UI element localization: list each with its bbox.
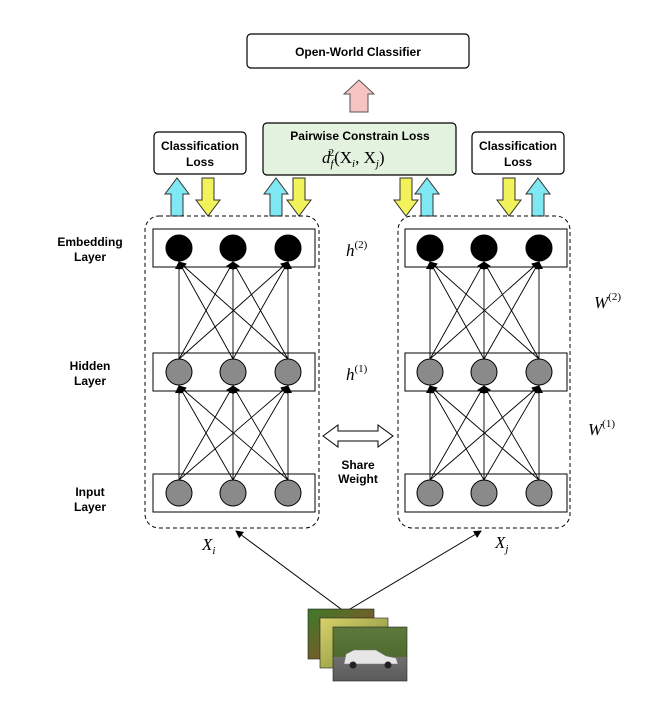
right-input-node	[470, 479, 498, 507]
left-embedding-node	[274, 234, 302, 262]
left-network-outline	[144, 215, 320, 529]
layer-connections	[175, 261, 543, 481]
right-embedding-node	[470, 234, 498, 262]
share-weight-double-arrow-icon	[322, 424, 394, 448]
right-loss-line2: Loss	[504, 155, 532, 169]
yellow-down-arrow-icon	[286, 177, 312, 217]
left-classification-loss: Classification Loss	[153, 131, 247, 175]
left-loss-line1: Classification	[161, 139, 239, 153]
left-input-to-hidden-connection	[232, 385, 289, 481]
right-hidden-node	[525, 358, 553, 386]
share-weight-line2: Weight	[338, 472, 378, 486]
pink-up-arrow-icon	[342, 79, 376, 113]
svg-text:Hidden: Hidden	[70, 359, 111, 373]
right-input-node	[525, 479, 553, 507]
right-hidden-to-embedding-connection	[483, 261, 540, 360]
left-hidden-to-embedding-connection	[232, 261, 289, 360]
svg-text:Layer: Layer	[74, 374, 106, 388]
gradient-arrows	[164, 177, 551, 217]
car-wheel	[349, 661, 357, 669]
svg-text:Layer: Layer	[74, 250, 106, 264]
yellow-down-arrow-icon	[393, 177, 419, 217]
right-loss-line1: Classification	[479, 139, 557, 153]
right-network-outline	[397, 215, 571, 529]
right-hidden-to-embedding-connection	[429, 261, 540, 360]
car-wheel	[384, 661, 392, 669]
left-hidden-to-embedding-connection	[178, 261, 234, 360]
left-input-to-hidden-connection	[178, 385, 234, 481]
input-arrow-right	[344, 530, 482, 613]
cyan-up-arrow-icon	[525, 177, 551, 217]
cyan-up-arrow-icon	[164, 177, 190, 217]
pairwise-formula: df2(Xi, Xj)	[322, 147, 385, 170]
input-arrow-left	[235, 530, 346, 613]
xi-label: Xi	[201, 535, 215, 557]
left-input-node	[219, 479, 247, 507]
input-image-stack	[307, 608, 408, 682]
cyan-up-arrow-icon	[414, 177, 440, 217]
right-input-to-hidden-connection	[429, 385, 485, 481]
embedding-layer-label: Embedding Layer	[57, 235, 122, 264]
share-weight-line1: Share	[341, 458, 375, 472]
open-world-classifier-label: Open-World Classifier	[295, 45, 421, 59]
right-input-to-hidden-connection	[483, 385, 540, 481]
h2-label: h(2)	[346, 239, 368, 260]
right-embedding-node	[525, 234, 553, 262]
svg-text:Input: Input	[75, 485, 104, 499]
left-hidden-node	[219, 358, 247, 386]
yellow-down-arrow-icon	[195, 177, 221, 217]
xj-label: Xj	[494, 533, 508, 555]
car-silhouette-icon	[343, 649, 399, 665]
left-embedding-node	[219, 234, 247, 262]
right-hidden-node	[470, 358, 498, 386]
left-input-node	[165, 479, 193, 507]
left-hidden-node	[165, 358, 193, 386]
left-input-node	[274, 479, 302, 507]
right-embedding-node	[416, 234, 444, 262]
w2-label: W(2)	[594, 291, 621, 312]
svg-text:Embedding: Embedding	[57, 235, 122, 249]
yellow-down-arrow-icon	[496, 177, 522, 217]
left-loss-line2: Loss	[186, 155, 214, 169]
cyan-up-arrow-icon	[263, 177, 289, 217]
right-hidden-to-embedding-connection	[429, 261, 485, 360]
right-classification-loss: Classification Loss	[471, 131, 565, 175]
input-layer-label: Input Layer	[74, 485, 106, 514]
left-embedding-node	[165, 234, 193, 262]
right-input-node	[416, 479, 444, 507]
right-hidden-node	[416, 358, 444, 386]
pairwise-constrain-loss: Pairwise Constrain Loss df2(Xi, Xj)	[262, 122, 457, 176]
right-input-to-hidden-connection	[429, 385, 540, 481]
h1-label: h(1)	[346, 363, 368, 384]
left-hidden-node	[274, 358, 302, 386]
w1-label: W(1)	[588, 418, 615, 439]
svg-text:Layer: Layer	[74, 500, 106, 514]
left-input-to-hidden-connection	[178, 385, 289, 481]
open-world-classifier: Open-World Classifier	[246, 33, 470, 69]
left-hidden-to-embedding-connection	[178, 261, 289, 360]
pairwise-title: Pairwise Constrain Loss	[290, 129, 430, 143]
network-nodes	[165, 234, 553, 507]
hidden-layer-label: Hidden Layer	[70, 359, 111, 388]
